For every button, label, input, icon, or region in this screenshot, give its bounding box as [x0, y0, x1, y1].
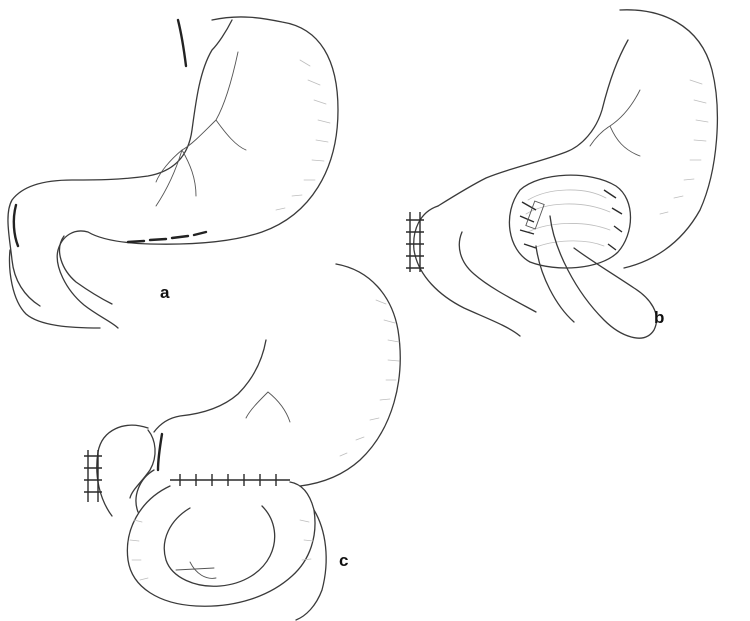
panel-b-drawing	[406, 10, 717, 338]
panel-c-drawing	[84, 264, 400, 620]
panel-label-c: c	[339, 552, 348, 569]
panel-label-b: b	[654, 309, 664, 326]
panel-a-drawing	[8, 17, 338, 328]
panel-label-a: a	[160, 284, 169, 301]
